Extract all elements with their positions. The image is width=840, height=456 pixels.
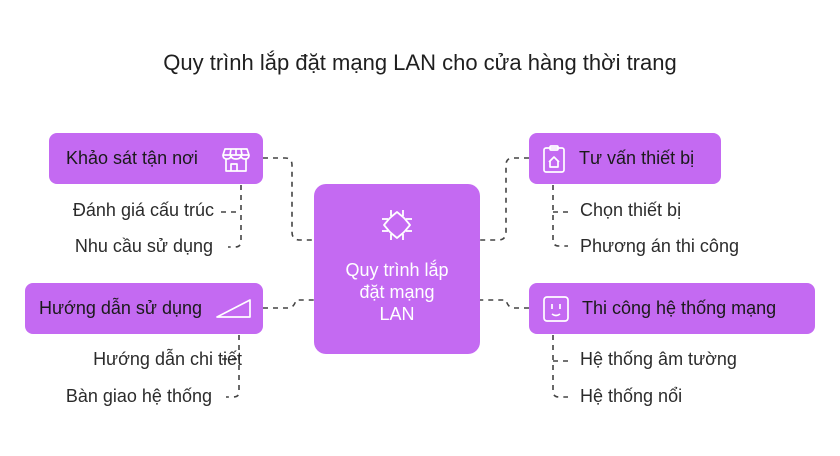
circuit-chip-icon (380, 208, 414, 247)
connector-top-left-items (228, 185, 242, 248)
connector-bottom-right (480, 299, 529, 309)
connector-bottom-left (263, 299, 314, 309)
ramp-icon (215, 297, 253, 319)
clipboard-home-icon (541, 144, 567, 174)
center-node: Quy trình lắp đặt mạng LAN (314, 184, 480, 354)
connector-top-right (480, 157, 529, 241)
leaf-ban-giao-he-thong: Bàn giao hệ thống (65, 386, 212, 406)
node-khao-sat: Khảo sát tận nơi (49, 133, 263, 184)
leaf-nhu-cau-su-dung: Nhu cầu sử dụng (74, 236, 213, 256)
storefront-icon (221, 144, 251, 174)
connector-bottom-left-items (226, 335, 240, 398)
leaf-phuong-an-thi-cong: Phương án thi công (580, 236, 739, 256)
node-tu-van-label: Tư vấn thiết bị (579, 148, 695, 168)
node-huong-dan-label: Hướng dẫn sử dụng (39, 298, 203, 318)
connector-top-left (263, 157, 314, 241)
leaf-huong-dan-chi-tiet: Hướng dẫn chi tiết (93, 349, 242, 369)
leaf-he-thong-am-tuong: Hệ thống âm tường (580, 349, 737, 369)
diagram-title: Quy trình lắp đặt mạng LAN cho cửa hàng … (163, 50, 677, 75)
node-khao-sat-label: Khảo sát tận nơi (66, 148, 198, 168)
leaf-chon-thiet-bi: Chọn thiết bị (580, 200, 682, 220)
node-huong-dan: Hướng dẫn sử dụng (25, 283, 263, 334)
leaf-danh-gia-cau-truc: Đánh giá cấu trúc (72, 200, 214, 220)
node-tu-van: Tư vấn thiết bị (529, 133, 721, 184)
connector-top-right-items (552, 185, 568, 247)
center-node-label: Quy trình lắp đặt mạng LAN (345, 260, 449, 324)
outlet-icon (541, 294, 571, 324)
node-thi-cong: Thi công hệ thống mạng (529, 283, 815, 334)
node-thi-cong-label: Thi công hệ thống mạng (582, 298, 777, 318)
leaf-he-thong-noi: Hệ thống nổi (580, 386, 683, 406)
connector-bottom-right-items (552, 335, 568, 398)
